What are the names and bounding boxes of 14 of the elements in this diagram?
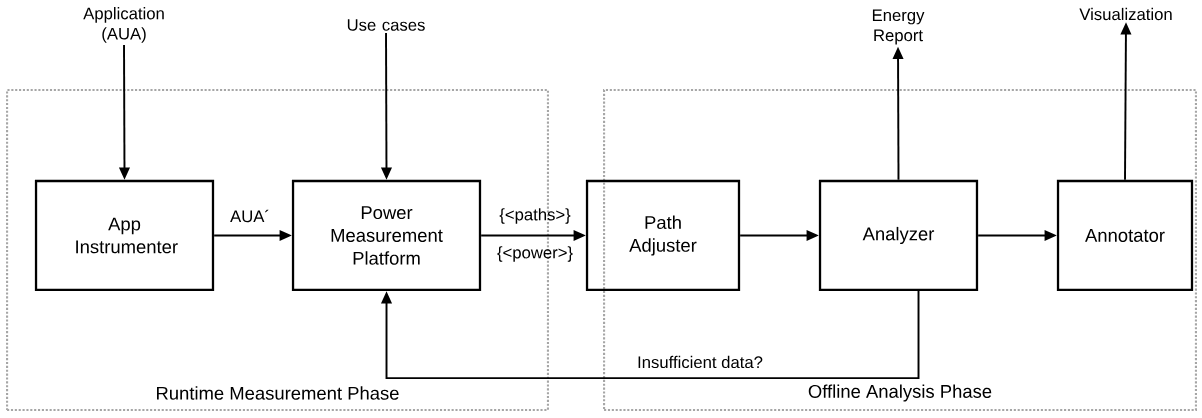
input-text: Use cases xyxy=(347,19,425,31)
input-text: Visualization xyxy=(1079,7,1172,21)
edge-label: {<paths>} xyxy=(499,208,571,224)
edge-label: AUA´ xyxy=(230,209,269,223)
arrow xyxy=(380,290,920,380)
input-text: Energy Report xyxy=(872,9,925,45)
process-box: App Instrumenter xyxy=(34,179,215,292)
process-box: Analyzer xyxy=(818,179,979,292)
edge-label: Insufficient data? xyxy=(638,355,763,369)
process-box: Annotator xyxy=(1056,179,1194,292)
process-box: Path Adjuster xyxy=(585,179,741,292)
data-label: {<power>} xyxy=(497,246,573,262)
process-box: Power Measurement Platform xyxy=(291,179,482,292)
input-text: Application (AUA) xyxy=(83,7,164,43)
